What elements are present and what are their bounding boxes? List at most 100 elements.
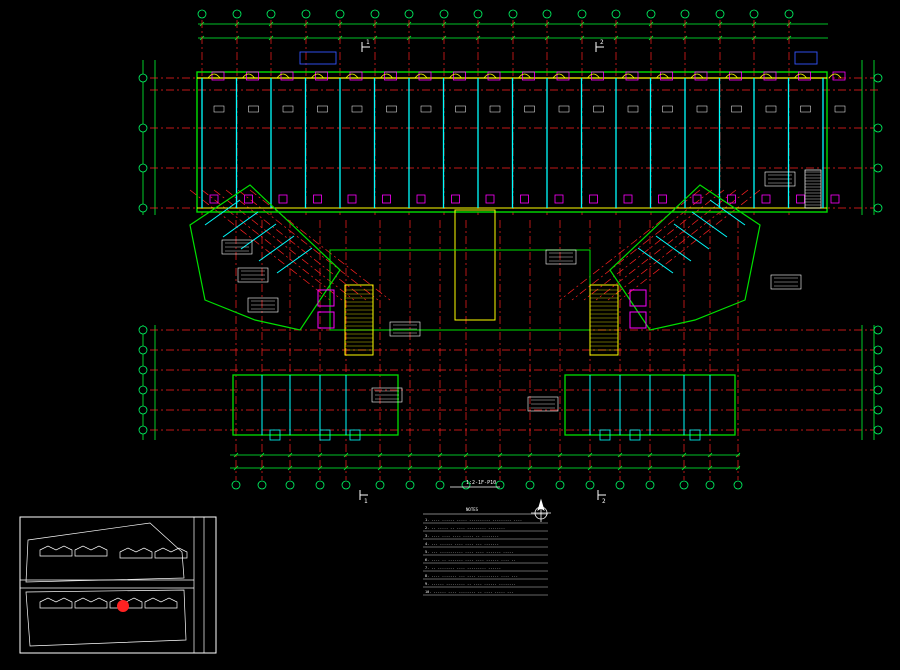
wing-partition — [637, 247, 674, 274]
key-plan-building — [74, 545, 108, 557]
axis-bubble — [784, 9, 794, 19]
axis-bubble — [508, 9, 518, 19]
axis-bubble — [615, 480, 625, 490]
column-mark — [520, 194, 529, 204]
window-mark — [487, 71, 501, 81]
section-mark-top-1: 1 — [361, 39, 370, 52]
axis-line-diagonal — [571, 189, 713, 301]
lower-left-block — [232, 374, 399, 436]
notes-line: 2. -- ----- -- ---- --------- -------- — [425, 526, 505, 530]
upper-block-outline — [196, 71, 828, 213]
axis-line-diagonal — [249, 189, 391, 301]
window-mark — [729, 71, 742, 81]
stair-left — [344, 284, 374, 356]
axis-bubble — [138, 73, 148, 83]
wing-partition — [276, 247, 313, 274]
door-swing — [828, 73, 842, 79]
window-mark — [522, 71, 535, 81]
window-mark — [763, 71, 777, 81]
key-plan-building — [154, 547, 188, 559]
room-tag — [696, 105, 708, 113]
central-corridor — [454, 209, 496, 321]
axis-bubble — [715, 9, 725, 19]
axis-bubble — [873, 425, 883, 435]
axis-line-diagonal — [583, 189, 725, 301]
axis-bubble — [645, 480, 655, 490]
room-tag — [386, 105, 397, 113]
column-mark — [629, 429, 641, 441]
room-tag — [662, 105, 673, 113]
wing-partition — [673, 223, 710, 250]
notes-line: 3. ---- ---- ---- ----- -- -------- — [425, 534, 499, 538]
window-mark — [315, 71, 328, 81]
axis-bubble — [733, 480, 743, 490]
door-swing — [656, 73, 669, 79]
column-mark — [554, 194, 564, 204]
axis-bubble — [138, 385, 148, 395]
axis-bubble — [873, 365, 883, 375]
window-mark — [211, 71, 225, 81]
elevator-shaft — [317, 311, 335, 329]
notes-line: 4. --- ------ ---- ---- --- ------- — [425, 542, 499, 546]
door-swing — [449, 73, 462, 79]
stair-upper — [804, 169, 822, 209]
window-mark — [660, 71, 673, 81]
notes-line: 1. ---- ------ ----- ---------- --------… — [425, 518, 522, 522]
room-tag — [282, 105, 294, 113]
room-tag — [420, 105, 432, 113]
angled-wings[interactable] — [189, 184, 761, 331]
annotation-box — [527, 396, 559, 412]
elevator-shaft — [629, 311, 647, 329]
column-mark — [416, 194, 426, 204]
wing-partition — [691, 211, 728, 238]
axis-bubble — [257, 480, 267, 490]
axis-bubble — [138, 203, 148, 213]
annotation-box — [221, 239, 253, 255]
axis-line-diagonal — [189, 189, 331, 301]
door-swing — [518, 73, 531, 79]
axis-bubble — [138, 405, 148, 415]
axis-bubble — [232, 9, 242, 19]
key-plan-building — [109, 597, 143, 609]
column-mark — [761, 194, 771, 204]
notes-line: 9. ------ --------- -- ---- ------ -----… — [425, 582, 516, 586]
column-mark — [244, 194, 253, 204]
axis-bubble — [370, 9, 380, 19]
axis-bubble — [680, 9, 690, 19]
room-tag — [248, 105, 259, 113]
key-plan-building — [144, 597, 178, 609]
axis-bubble — [705, 480, 715, 490]
column-mark — [347, 194, 357, 204]
annotation-box — [545, 249, 577, 265]
door-swing — [552, 73, 566, 79]
column-mark — [658, 194, 667, 204]
axis-bubble — [138, 345, 148, 355]
key-plan-inset[interactable] — [19, 516, 217, 654]
column-mark — [485, 194, 495, 204]
window-mark — [418, 71, 432, 81]
notes-title: NOTES — [466, 507, 479, 512]
room-labels — [221, 171, 802, 412]
room-tag — [731, 105, 742, 113]
wing-partition — [709, 199, 746, 226]
door-swing — [380, 73, 393, 79]
left-wing-outline — [189, 184, 341, 331]
notes-line: 10. ------ ---- -------- -- ---- ----- -… — [425, 590, 514, 594]
notes-lines: 1. ---- ------ ----- ---------- --------… — [423, 518, 548, 596]
annotation-box — [237, 267, 269, 283]
column-mark — [382, 194, 391, 204]
wing-partition — [204, 199, 241, 226]
column-mark — [319, 429, 331, 441]
lower-building-blocks[interactable] — [232, 284, 736, 441]
room-tag — [524, 105, 535, 113]
notes-block: NOTES 1. ---- ------ ----- ---------- --… — [423, 507, 548, 596]
door-swing — [311, 73, 324, 79]
window-mark — [556, 71, 570, 81]
window-mark — [798, 71, 811, 81]
room-tag — [317, 105, 328, 113]
axis-bubble — [405, 480, 415, 490]
column-mark — [689, 429, 701, 441]
door-swing — [621, 73, 635, 79]
axis-bubble — [525, 480, 535, 490]
